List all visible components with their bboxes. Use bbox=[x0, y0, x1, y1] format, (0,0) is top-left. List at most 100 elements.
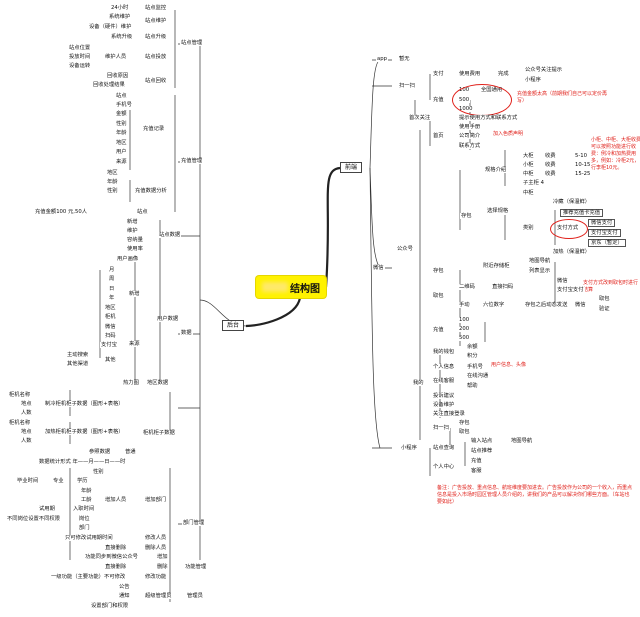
node-recharge-amount: 充值金额100 元,50人 bbox=[34, 209, 88, 215]
node-big: 大柜 bbox=[522, 153, 535, 159]
node-device-run: 设备运转 bbox=[68, 63, 92, 69]
node-user-profile: 用户画像 bbox=[116, 256, 140, 262]
node-new: 新增 bbox=[126, 219, 139, 225]
node-heated: 加热（保温鲜） bbox=[552, 249, 592, 255]
node-500b: 500 bbox=[458, 335, 471, 341]
node-active-search: 主动搜索 bbox=[66, 352, 90, 358]
node-month: 月 bbox=[108, 267, 116, 273]
node-age: 年龄 bbox=[115, 130, 128, 136]
node-pickup-3: 取包 bbox=[458, 429, 471, 435]
node-jd: 京东（暂定） bbox=[588, 239, 626, 247]
node-store-3: 存包 bbox=[458, 420, 471, 426]
node-app-none: 暂无 bbox=[398, 56, 411, 62]
node-fee-1: 收费 bbox=[544, 153, 557, 159]
node-func-mgmt: 功能管理 bbox=[184, 564, 208, 570]
node-modify-func: 修改功能 bbox=[144, 574, 168, 580]
node-experience: 工龄 bbox=[80, 497, 93, 503]
node-points: 积分 bbox=[466, 353, 479, 359]
node-settings: 设备维护 bbox=[432, 402, 456, 408]
node-user: 用户 bbox=[115, 149, 128, 155]
node-day: 日 bbox=[108, 286, 116, 292]
node-select-spec: 选择规格 bbox=[486, 208, 510, 214]
node-device-maint: 设备（硬件）维护 bbox=[88, 24, 133, 30]
node-wechat-l: 微信 bbox=[104, 324, 117, 330]
node-input-site: 输入站点 bbox=[470, 438, 494, 444]
node-site-monitor: 站点监控 bbox=[144, 5, 168, 11]
node-add-dept: 增加部门 bbox=[144, 497, 168, 503]
node-region-data: 地区数据 bbox=[146, 380, 170, 386]
node-manual-op: 手动 bbox=[458, 302, 471, 308]
node-list-show: 列表显示 bbox=[528, 268, 552, 274]
node-follow-direct: 关注直接登录 bbox=[432, 411, 466, 417]
node-modify-person: 修改人员 bbox=[144, 535, 168, 541]
node-nearby: 附近存储柜 bbox=[482, 263, 511, 269]
node-sub-main: 子主柜 4 bbox=[522, 180, 545, 186]
node-people-2: 人数 bbox=[20, 438, 33, 444]
node-delete-person: 删除人员 bbox=[144, 545, 168, 551]
node-recycle-process: 回收处理结果 bbox=[92, 82, 126, 88]
node-24h: 24小时 bbox=[110, 5, 130, 11]
node-phone-no: 手机号 bbox=[115, 102, 133, 108]
node-range-mid: 15-25 bbox=[574, 171, 592, 177]
node-verify: 验证 bbox=[598, 306, 611, 312]
node-online-chat: 在线沟通 bbox=[466, 373, 490, 379]
node-sys-upgrade: 系统升级 bbox=[110, 34, 134, 40]
node-prompt: 提示使用方式和联系方式 bbox=[458, 115, 519, 121]
node-age-3: 年龄 bbox=[80, 488, 93, 494]
node-official-account: 公众号 bbox=[396, 246, 414, 252]
node-intro: 公司简介 bbox=[458, 133, 482, 139]
node-add-person: 增加人员 bbox=[104, 497, 128, 503]
node-set-dept-perm: 设置部门和权限 bbox=[90, 603, 130, 609]
node-cabinet-name-2: 柜机名称 bbox=[8, 420, 32, 426]
note-recharge: 充值金额太高（前期我们自己可以定价再写） bbox=[517, 91, 608, 104]
node-launch-time: 投放时间 bbox=[68, 54, 92, 60]
node-six-digit: 六位数字 bbox=[482, 302, 506, 308]
node-dept-mgmt: 部门管理 bbox=[182, 520, 206, 526]
node-scan: 扫一扫 bbox=[398, 83, 416, 89]
node-stats-format: 数据统计形式 年——月——日——时 bbox=[38, 459, 127, 465]
node-cold-chart: 制冷柜机柜子数据（图形+表格） bbox=[44, 401, 125, 407]
node-my-wallet: 我的钱包 bbox=[432, 349, 456, 355]
note-phone: 用户信息、头像 bbox=[491, 362, 527, 368]
node-site-2: 站点 bbox=[136, 209, 149, 215]
note-spec: 小柜、中柜、大柜收费可以按照功能进行收费：例冷和加热费用多，例如：冷柜2元，行李… bbox=[591, 137, 640, 171]
node-heatmap: 热力图 bbox=[122, 380, 140, 386]
node-cabinet: 柜机 bbox=[104, 314, 117, 320]
node-position: 岗位 bbox=[78, 516, 91, 522]
node-pickup: 取包 bbox=[432, 293, 445, 299]
node-level1-func: 一级功能（主要功能）不可修改 bbox=[50, 574, 127, 580]
node-ref-data: 参照数据 bbox=[88, 449, 112, 455]
node-site-data: 站点数据 bbox=[158, 232, 182, 238]
node-deposit-ticket: 推荐充值卡充值 bbox=[560, 209, 604, 217]
node-recharge: 充值 bbox=[432, 97, 445, 103]
node-site-mgmt: 站点管理 bbox=[180, 40, 204, 46]
node-site-query: 站点查询 bbox=[432, 445, 456, 451]
node-map-nav: 地图导航 bbox=[528, 258, 552, 264]
node-grad-time: 毕业时间 bbox=[16, 478, 40, 484]
node-range-small: 10-15 bbox=[574, 162, 592, 168]
node-category: 类别 bbox=[522, 225, 535, 231]
node-user-data: 用户数据 bbox=[156, 316, 180, 322]
paymethod-highlight bbox=[550, 219, 588, 239]
node-online-service: 在线客服 bbox=[432, 378, 456, 384]
node-wechat: 微信 bbox=[372, 265, 385, 271]
node-probation: 试用期 bbox=[38, 506, 56, 512]
note-bottom: 备注：广告投放、重点信息、航班维度要加进去。广告投放作为公司的一个收入，而重点信… bbox=[437, 485, 633, 505]
node-education: 学历 bbox=[76, 478, 89, 484]
node-first-follow: 首次关注 bbox=[408, 115, 432, 121]
node-notice: 通知 bbox=[118, 593, 131, 599]
node-year: 年 bbox=[108, 295, 116, 301]
node-location-2: 地点 bbox=[20, 429, 33, 435]
node-site-launch: 站点投放 bbox=[144, 54, 168, 60]
node-direct-scan: 直接扫码 bbox=[491, 284, 515, 290]
node-recycle-reason: 回收原因 bbox=[106, 73, 130, 79]
node-add: 增加 bbox=[156, 554, 169, 560]
node-mine: 我的 bbox=[412, 380, 425, 386]
node-site-maint: 站点维护 bbox=[144, 18, 168, 24]
node-pickup-2: 取包 bbox=[598, 296, 611, 302]
node-100b: 100 bbox=[458, 317, 471, 323]
node-maintain: 维护 bbox=[126, 228, 139, 234]
node-site: 站点 bbox=[115, 93, 128, 99]
node-balance: 余额 bbox=[466, 344, 479, 350]
